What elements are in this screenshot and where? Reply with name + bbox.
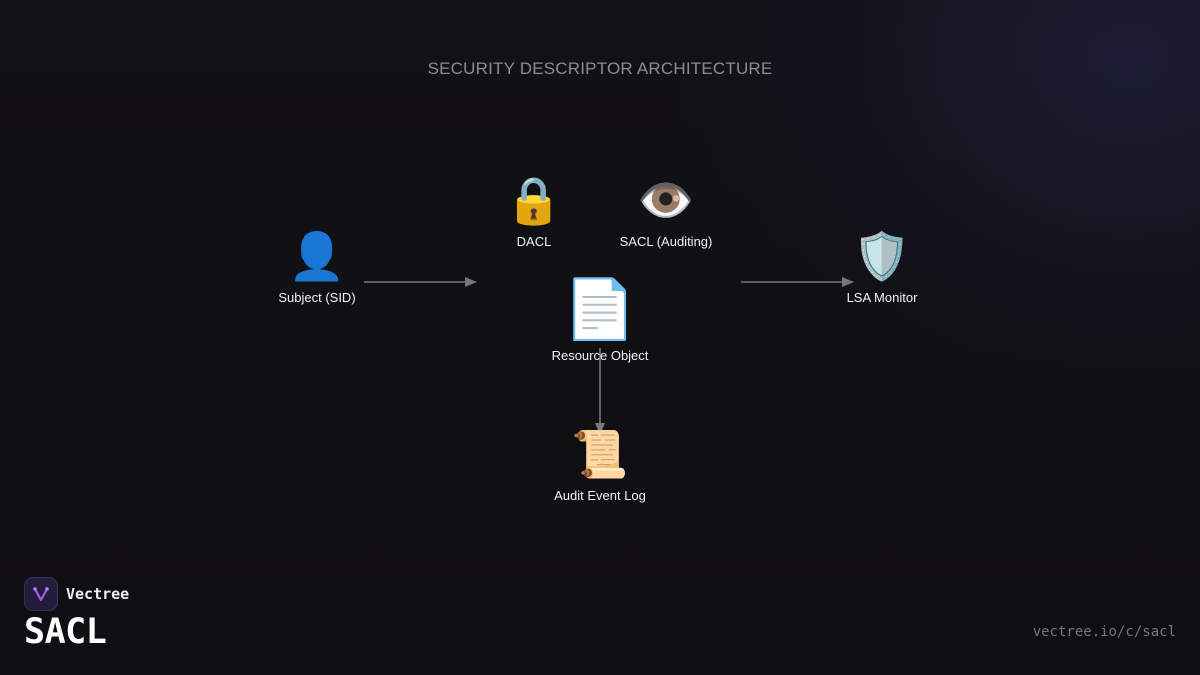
node-sacl-label: SACL (Auditing) <box>619 234 713 249</box>
node-lsa: 🛡️ LSA Monitor <box>802 228 962 305</box>
eye-icon: 👁️ <box>637 173 695 227</box>
lock-icon: 🔒 <box>505 173 563 227</box>
node-audit-log: 📜 Audit Event Log <box>520 426 680 503</box>
vectree-logo-icon <box>24 577 58 611</box>
product-name: SACL <box>24 612 107 652</box>
scroll-icon: 📜 <box>571 427 629 481</box>
node-sacl: 👁️ SACL (Auditing) <box>586 172 746 249</box>
node-lsa-label: LSA Monitor <box>846 290 918 305</box>
node-resource-label: Resource Object <box>551 348 649 363</box>
brand: Vectree <box>24 577 129 611</box>
document-icon: 📄 <box>563 275 637 343</box>
bust-in-silhouette-icon: 👤 <box>288 229 346 283</box>
shield-icon: 🛡️ <box>853 229 911 283</box>
brand-name: Vectree <box>66 585 130 603</box>
node-subject-label: Subject (SID) <box>278 290 356 305</box>
node-dacl-label: DACL <box>516 234 552 249</box>
node-audit-log-label: Audit Event Log <box>554 488 646 503</box>
node-dacl: 🔒 DACL <box>454 172 614 249</box>
node-resource: 📄 Resource Object <box>520 276 680 363</box>
node-subject: 👤 Subject (SID) <box>237 228 397 305</box>
page-url[interactable]: vectree.io/c/sacl <box>1032 624 1176 640</box>
diagram-title: SECURITY DESCRIPTOR ARCHITECTURE <box>427 59 773 78</box>
